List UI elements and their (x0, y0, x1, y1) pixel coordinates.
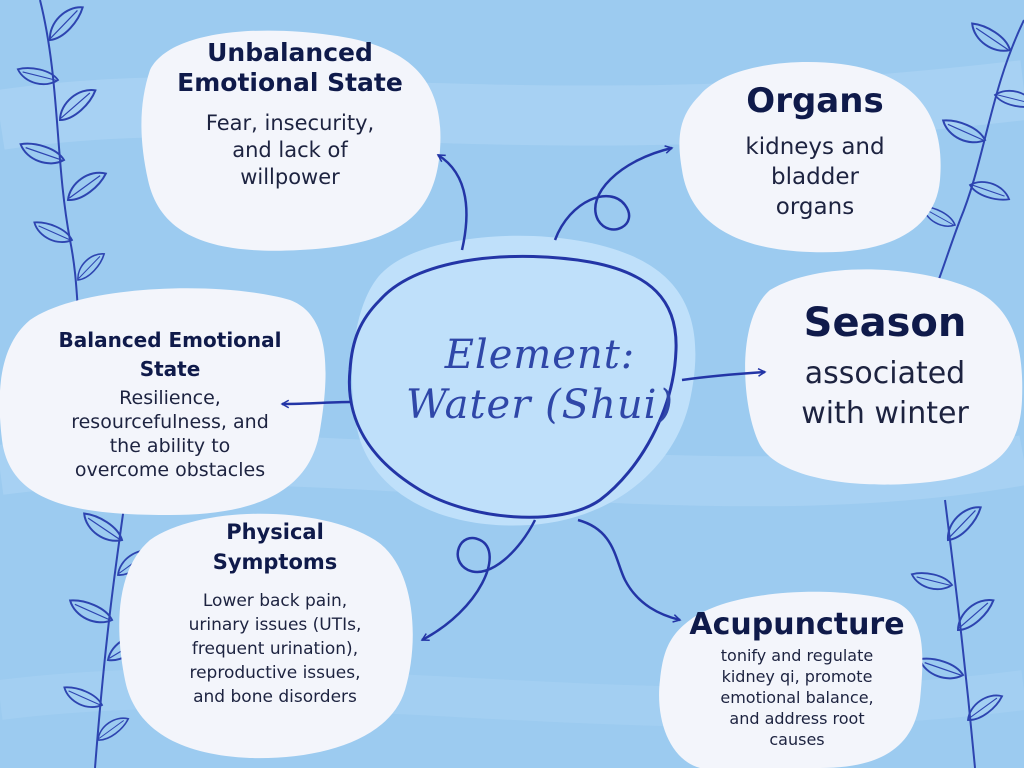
unbalanced-body-line-3: willpower (240, 165, 340, 189)
balanced-body-line-1: Resilience, (119, 387, 221, 409)
bubble-unbalanced (141, 30, 441, 251)
physical-body-line-2: urinary issues (UTIs, (188, 615, 362, 635)
unbalanced-title-line-1: Unbalanced (207, 38, 373, 67)
bubble-balanced (0, 288, 326, 515)
balanced-body-line-4: overcome obstacles (74, 459, 266, 481)
physical-body-line-4: reproductive issues, (189, 663, 361, 683)
arrow-to-balanced (282, 402, 351, 404)
physical-title-line-2: Symptoms (212, 550, 338, 574)
arrow-to-physical (422, 519, 537, 642)
physical-node: Physical Symptoms Lower back pain, urina… (140, 517, 410, 709)
arrow-to-acupuncture (577, 518, 680, 620)
unbalanced-node: Unbalanced Emotional State Fear, insecur… (150, 38, 430, 191)
physical-body-line-5: and bone disorders (193, 687, 357, 707)
organs-body-line-2: bladder (771, 164, 859, 190)
unbalanced-body-line-2: and lack of (232, 138, 348, 162)
vine-bottom-right-decoration (908, 499, 1007, 768)
acupuncture-title: Acupuncture (689, 607, 905, 642)
center-element-title: Element: Water (Shui) (380, 330, 700, 430)
physical-body-line-3: frequent urination), (191, 639, 359, 659)
season-title: Season (803, 300, 967, 346)
balanced-body-line-3: the ability to (109, 435, 231, 457)
unbalanced-body-line-1: Fear, insecurity, (205, 111, 375, 135)
organs-body-line-3: organs (775, 194, 855, 220)
center-blob-outline (347, 254, 678, 519)
unbalanced-title-line-2: Emotional State (177, 68, 403, 97)
acupuncture-body-line-5: causes (769, 730, 825, 749)
balanced-title-line-1: Balanced Emotional (58, 328, 282, 352)
physical-body-line-1: Lower back pain, (202, 591, 348, 611)
arrow-to-season (681, 372, 765, 382)
season-body-line-2: with winter (801, 396, 969, 431)
acupuncture-body-line-1: tonify and regulate (720, 646, 874, 665)
vine-bottom-left-decoration (59, 499, 157, 768)
balanced-title-line-2: State (139, 357, 201, 381)
center-title-line-1: Element: (444, 332, 636, 378)
bubble-season (745, 269, 1023, 485)
vine-top-right-decoration (918, 16, 1024, 301)
season-node: Season associated with winter (770, 298, 1000, 434)
acupuncture-body-line-4: and address root (729, 709, 865, 728)
balanced-node: Balanced Emotional State Resilience, res… (20, 326, 320, 482)
arrow-to-unbalanced (438, 153, 468, 251)
arrow-to-organs (553, 148, 672, 241)
organs-title: Organs (746, 81, 884, 121)
bubble-acupuncture (659, 591, 923, 768)
acupuncture-body-line-2: kidney qi, promote (721, 667, 873, 686)
balanced-body-line-2: resourcefulness, and (71, 411, 269, 433)
bubble-organs (679, 62, 941, 253)
season-body-line-1: associated (804, 356, 966, 391)
organs-body-line-1: kidneys and (745, 134, 885, 160)
acupuncture-body-line-3: emotional balance, (720, 688, 874, 707)
physical-title-line-1: Physical (226, 520, 324, 544)
acupuncture-node: Acupuncture tonify and regulate kidney q… (672, 606, 922, 750)
center-blob-fill (352, 235, 696, 526)
bubble-physical (119, 513, 413, 759)
center-title-line-2: Water (Shui) (406, 382, 674, 428)
organs-node: Organs kidneys and bladder organs (710, 80, 920, 222)
